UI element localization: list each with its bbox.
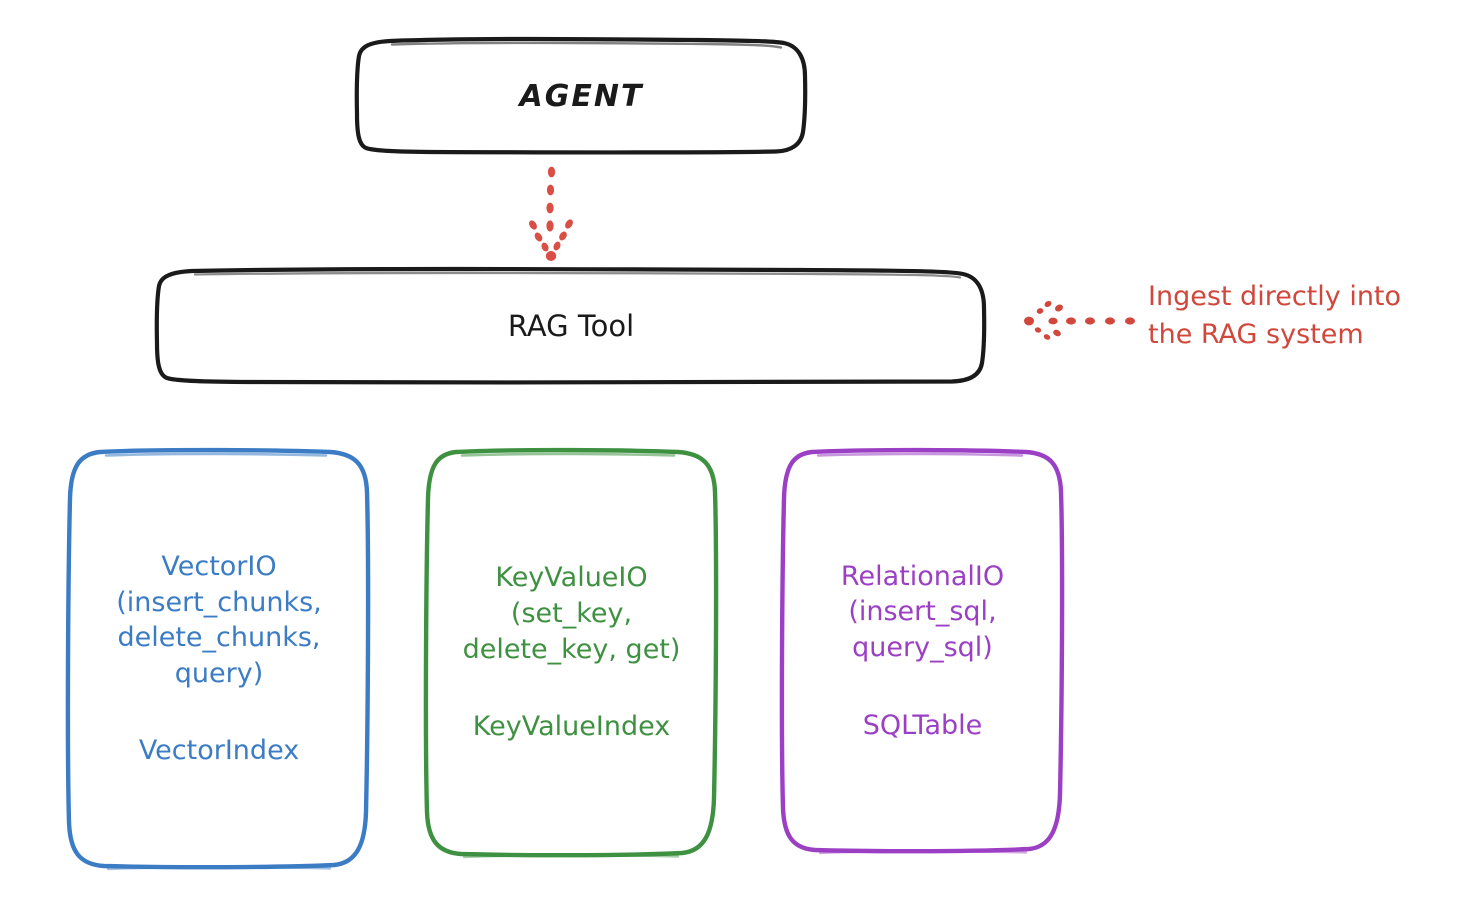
vector-io-node-shape[interactable] — [65, 447, 371, 871]
rag-tool-node-shape[interactable] — [154, 266, 987, 385]
edge-ingest-annotation — [1024, 301, 1135, 340]
edge-agent-to-rag-tool — [529, 166, 573, 261]
key-value-io-node-shape[interactable] — [423, 447, 719, 859]
relational-io-node-shape[interactable] — [779, 447, 1065, 855]
agent-node-shape[interactable] — [354, 36, 808, 155]
